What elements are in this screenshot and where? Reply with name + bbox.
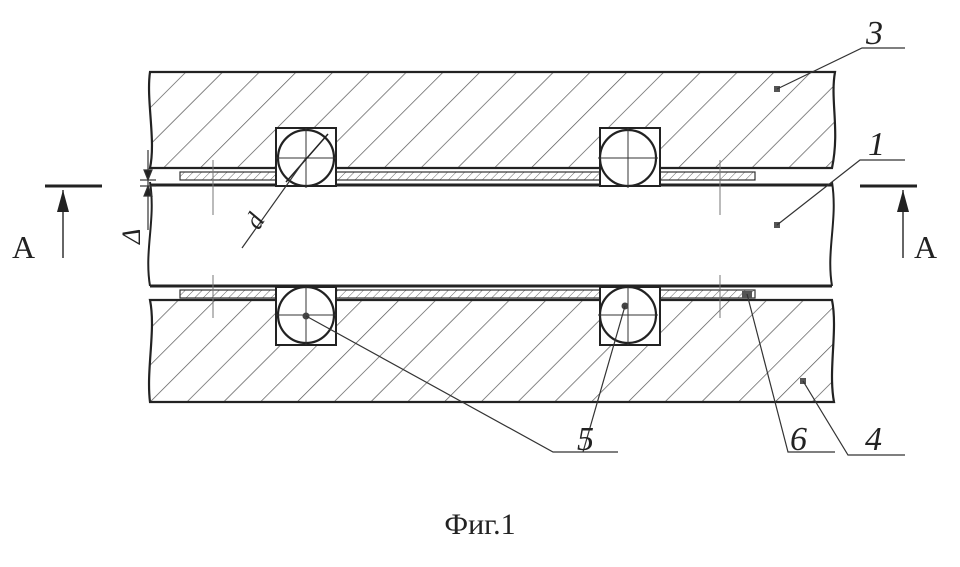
upper-insert-strip — [179, 171, 756, 181]
figure-caption: Фиг.1 — [444, 508, 516, 541]
part-label-3: 3 — [865, 15, 883, 52]
gap-dimension — [140, 150, 156, 230]
ball-upper-right — [598, 127, 661, 188]
leader-lines — [241, 47, 905, 456]
section-label-right: A — [914, 229, 937, 265]
lower-insert-strip — [179, 289, 756, 299]
section-arrow-left — [45, 184, 102, 258]
part-label-4: 4 — [865, 421, 882, 458]
section-label-left: A — [12, 229, 35, 265]
lower-body-hatch — [147, 298, 836, 404]
section-arrow-right — [860, 184, 917, 258]
channel-body — [148, 182, 834, 286]
center-marks — [212, 160, 721, 318]
upper-body-hatch — [147, 70, 837, 170]
ball-lower-right — [598, 285, 661, 346]
part-label-1: 1 — [868, 126, 885, 163]
part-label-6: 6 — [790, 421, 807, 458]
channel-right-break — [829, 181, 835, 287]
ball-lower-left — [275, 285, 337, 346]
part-label-5: 5 — [577, 421, 594, 458]
gap-label: Δ — [117, 229, 146, 245]
